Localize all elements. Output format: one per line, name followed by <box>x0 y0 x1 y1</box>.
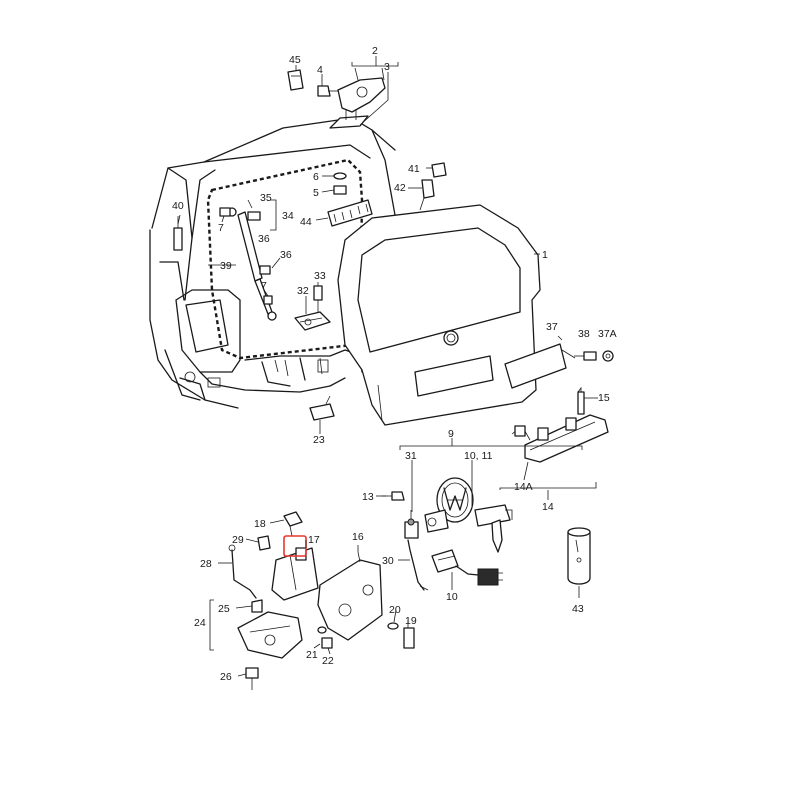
part-9-emblem <box>424 477 513 553</box>
part-41-cap <box>431 162 447 178</box>
label-44: 44 <box>300 216 312 228</box>
callout-labels: 45 4 2 3 41 6 5 42 35 34 36 40 7 44 1 39… <box>172 45 617 683</box>
label-38: 38 <box>578 328 590 340</box>
part-19-screw <box>403 627 415 649</box>
label-6: 6 <box>313 171 319 183</box>
tailgate <box>337 204 541 426</box>
label-33: 33 <box>314 270 326 282</box>
label-14: 14 <box>542 501 554 513</box>
part-18-bracket <box>283 511 303 537</box>
label-1: 1 <box>542 249 548 261</box>
part-45-cap <box>287 69 304 91</box>
part-24-latch <box>209 599 303 659</box>
part-4-screw <box>317 85 338 97</box>
label-19: 19 <box>405 615 417 627</box>
label-15: 15 <box>598 392 610 404</box>
label-36-upper: 36 <box>258 233 270 245</box>
label-18: 18 <box>254 518 266 530</box>
label-43: 43 <box>572 603 584 615</box>
part-21-washer <box>317 626 327 634</box>
label-5: 5 <box>313 187 319 199</box>
label-36-lower: 36 <box>280 249 292 261</box>
part-17-actuator <box>271 535 319 601</box>
part-3-hinge-plate <box>329 72 389 129</box>
label-9: 9 <box>448 428 454 440</box>
part-31-lock-cylinder <box>404 510 419 539</box>
part-2-hinge <box>337 62 399 113</box>
label-35: 35 <box>260 192 272 204</box>
label-40: 40 <box>172 200 184 212</box>
label-30: 30 <box>382 555 394 567</box>
part-10-switch <box>431 549 503 586</box>
label-39: 39 <box>220 260 232 272</box>
label-22: 22 <box>322 655 334 667</box>
label-34: 34 <box>282 210 294 222</box>
label-37A: 37A <box>598 328 617 340</box>
label-7-lower: 7 <box>261 280 267 292</box>
part-30-rod <box>407 539 429 591</box>
label-26: 26 <box>220 671 232 683</box>
label-28: 28 <box>200 558 212 570</box>
label-37: 37 <box>546 321 558 333</box>
label-17: 17 <box>308 534 320 546</box>
label-42: 42 <box>394 182 406 194</box>
part-14-handle-assembly <box>511 386 609 463</box>
part-16-mounting-plate <box>317 551 383 641</box>
label-41: 41 <box>408 163 420 175</box>
label-45: 45 <box>289 54 301 66</box>
label-16: 16 <box>352 531 364 543</box>
part-32-striker <box>294 311 331 331</box>
part-23-switch <box>309 395 335 428</box>
label-4: 4 <box>317 64 323 76</box>
part-29-clip <box>257 535 271 551</box>
part-6-washer <box>333 172 347 180</box>
part-7-pin <box>219 207 273 305</box>
label-29: 29 <box>232 534 244 546</box>
label-25: 25 <box>218 603 230 615</box>
label-10-lower: 10 <box>446 591 458 603</box>
label-13: 13 <box>362 491 374 503</box>
label-10-11: 10, 11 <box>464 450 493 462</box>
part-26-bolt <box>245 667 259 690</box>
part-22-nut <box>321 637 333 649</box>
part-20-washer <box>387 622 399 630</box>
label-31: 31 <box>405 450 417 462</box>
part-5-nut <box>333 185 347 195</box>
part-37A-screw <box>602 350 614 362</box>
part-42-bolt <box>419 179 435 211</box>
part-33-screw <box>313 285 323 312</box>
part-38-screw <box>574 351 597 361</box>
label-2: 2 <box>372 45 378 57</box>
part-37-garnish-strip <box>504 335 576 389</box>
label-20: 20 <box>389 604 401 616</box>
leader-lines <box>177 56 597 677</box>
label-21: 21 <box>306 649 318 661</box>
label-32: 32 <box>297 285 309 297</box>
part-44-grip <box>327 199 373 227</box>
label-14A: 14A <box>514 481 533 493</box>
label-24: 24 <box>194 617 206 629</box>
part-40-clip <box>173 216 183 251</box>
label-3: 3 <box>384 61 390 73</box>
part-43-canister <box>567 527 591 585</box>
label-7-upper: 7 <box>218 222 224 234</box>
label-23: 23 <box>313 434 325 446</box>
part-28-rod <box>228 544 257 599</box>
part-25-clip <box>251 599 263 613</box>
